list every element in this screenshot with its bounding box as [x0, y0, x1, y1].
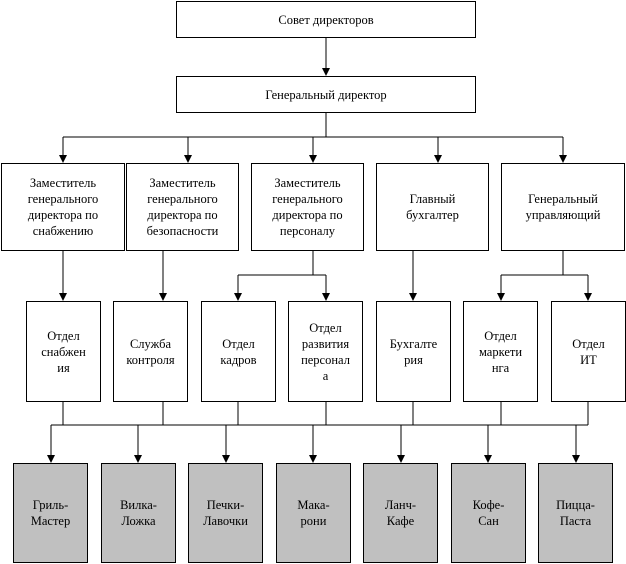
accounting-box: Бухгалте рия	[376, 301, 451, 402]
deputy-security-box: Заместитель генерального директора по бе…	[126, 163, 239, 251]
pechki-lavochki-label: Печки- Лавочки	[203, 498, 248, 528]
kofe-san-label: Кофе- Сан	[472, 498, 505, 528]
staff-dev-dept-box: Отдел развития персонал а	[288, 301, 363, 402]
makaroni-label: Мака- рони	[297, 498, 330, 528]
restaurant-pechki-lavochki: Печки- Лавочки	[188, 463, 263, 563]
vilka-lozhka-label: Вилка- Ложка	[120, 498, 157, 528]
ceo-box: Генеральный директор	[176, 76, 476, 113]
it-dept-label: Отдел ИТ	[572, 336, 605, 367]
deputy-security-label: Заместитель генерального директора по бе…	[146, 176, 219, 238]
deputy-personnel-box: Заместитель генерального директора по пе…	[251, 163, 364, 251]
lanch-kafe-label: Ланч- Кафе	[384, 498, 417, 528]
deputy-supply-box: Заместитель генерального директора по сн…	[1, 163, 125, 251]
it-dept-box: Отдел ИТ	[551, 301, 626, 402]
board-of-directors-box: Совет директоров	[176, 1, 476, 38]
supply-dept-label: Отдел снабжен ия	[41, 328, 86, 375]
control-service-label: Служба контроля	[126, 336, 175, 367]
ceo-label: Генеральный директор	[265, 87, 387, 102]
general-manager-label: Генеральный управляющий	[525, 192, 601, 222]
picca-pasta-label: Пицца- Паста	[556, 498, 595, 528]
restaurant-lanch-kafe: Ланч- Кафе	[363, 463, 438, 563]
restaurant-kofe-san: Кофе- Сан	[451, 463, 526, 563]
marketing-dept-label: Отдел маркети нга	[478, 328, 523, 375]
restaurant-picca-pasta: Пицца- Паста	[538, 463, 613, 563]
staff-dev-dept-label: Отдел развития персонал а	[301, 320, 350, 383]
accounting-label: Бухгалте рия	[389, 336, 438, 367]
restaurant-grill-master: Гриль- Мастер	[13, 463, 88, 563]
supply-dept-box: Отдел снабжен ия	[26, 301, 101, 402]
restaurant-makaroni: Мака- рони	[276, 463, 351, 563]
general-manager-box: Генеральный управляющий	[501, 163, 625, 251]
board-of-directors-label: Совет директоров	[278, 12, 374, 27]
grill-master-label: Гриль- Мастер	[30, 498, 71, 528]
restaurant-vilka-lozhka: Вилка- Ложка	[101, 463, 176, 563]
marketing-dept-box: Отдел маркети нга	[463, 301, 538, 402]
chief-accountant-box: Главный бухгалтер	[376, 163, 489, 251]
hr-dept-label: Отдел кадров	[220, 336, 257, 367]
chief-accountant-label: Главный бухгалтер	[406, 192, 459, 222]
hr-dept-box: Отдел кадров	[201, 301, 276, 402]
deputy-personnel-label: Заместитель генерального директора по пе…	[272, 176, 343, 238]
control-service-box: Служба контроля	[113, 301, 188, 402]
deputy-supply-label: Заместитель генерального директора по сн…	[27, 176, 99, 238]
